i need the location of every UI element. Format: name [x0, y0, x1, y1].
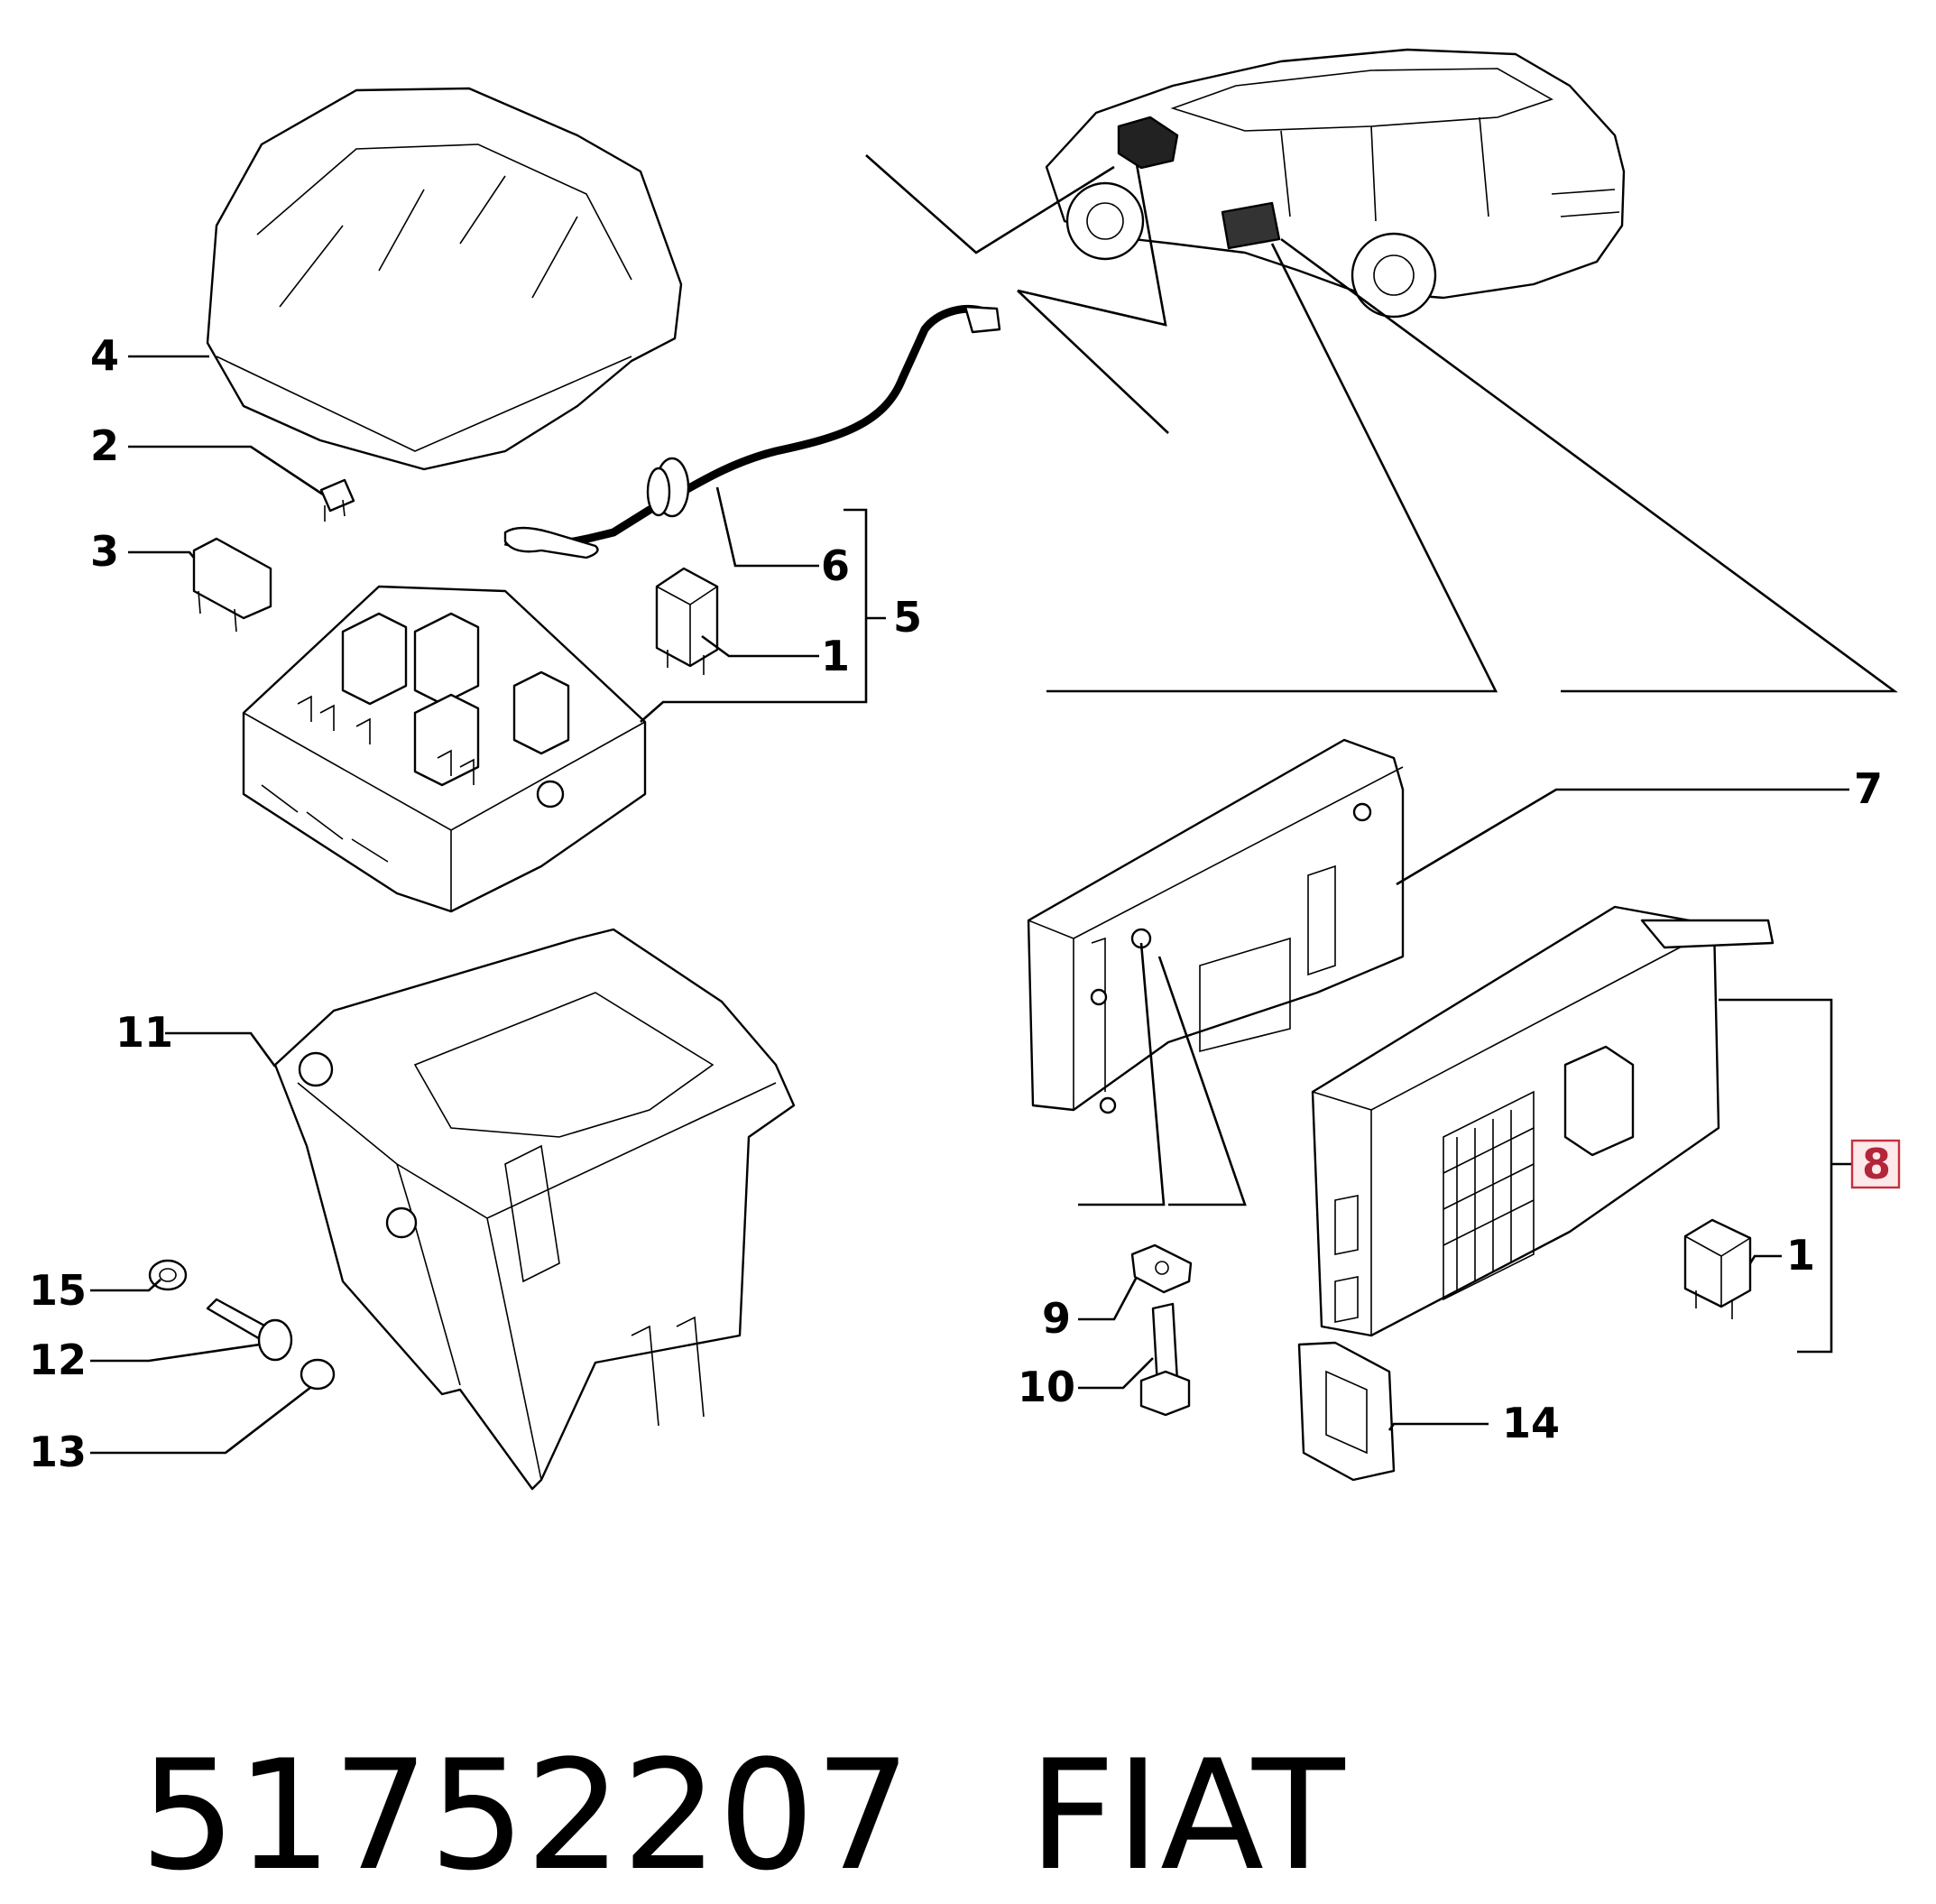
control-module-part-7 [1027, 738, 1405, 1114]
callout-6: 6 [821, 541, 850, 590]
exploded-parts-diagram: 4 2 3 6 5 1 7 8 1 11 15 12 13 9 10 14 [29, 48, 1901, 1491]
brand-name: FIAT [1028, 1727, 1345, 1904]
callout-14: 14 [1502, 1399, 1560, 1447]
callout-5: 5 [893, 593, 922, 642]
callout-12: 12 [29, 1336, 87, 1384]
highlight-box-8 [1850, 1139, 1901, 1189]
callout-15: 15 [29, 1266, 87, 1315]
car-leader-lines [865, 154, 1898, 693]
screw-part-10 [1139, 1302, 1191, 1417]
part-number: 51752207 [139, 1727, 911, 1904]
body-computer-part-8 [1311, 905, 1775, 1337]
bolt-part-12 [206, 1298, 293, 1362]
fuse-box-cover-part-4 [206, 87, 683, 471]
fuse-box-assembly-part-5 [242, 585, 647, 913]
callout-11: 11 [115, 1008, 173, 1057]
cap-part-13 [300, 1358, 336, 1391]
callout-8: 8 [1862, 1140, 1891, 1188]
callout-4: 4 [90, 331, 119, 380]
callout-labels: 4 2 3 6 5 1 7 8 1 11 15 12 13 9 10 14 [29, 331, 1901, 1476]
callout-3: 3 [90, 527, 119, 576]
callout-1-right: 1 [1786, 1231, 1815, 1280]
battery-cable-part-6 [503, 304, 1001, 559]
leader-lines [90, 355, 1854, 1455]
mini-fuse-part-2 [319, 478, 355, 522]
callout-1-top: 1 [821, 632, 850, 680]
clip-nut-part-9 [1130, 1243, 1193, 1294]
bracket-part-14 [1297, 1341, 1396, 1482]
maxi-fuse-part-3 [192, 537, 272, 633]
callout-2: 2 [90, 421, 119, 470]
relay-part-1-top [655, 567, 719, 675]
callout-7: 7 [1854, 764, 1883, 813]
relay-part-1-right [1683, 1218, 1752, 1319]
fuse-box-housing-part-11 [273, 928, 796, 1491]
callout-13: 13 [29, 1428, 87, 1476]
callout-9: 9 [1042, 1294, 1071, 1343]
car-overview [1045, 48, 1626, 319]
callout-10: 10 [1018, 1363, 1075, 1411]
